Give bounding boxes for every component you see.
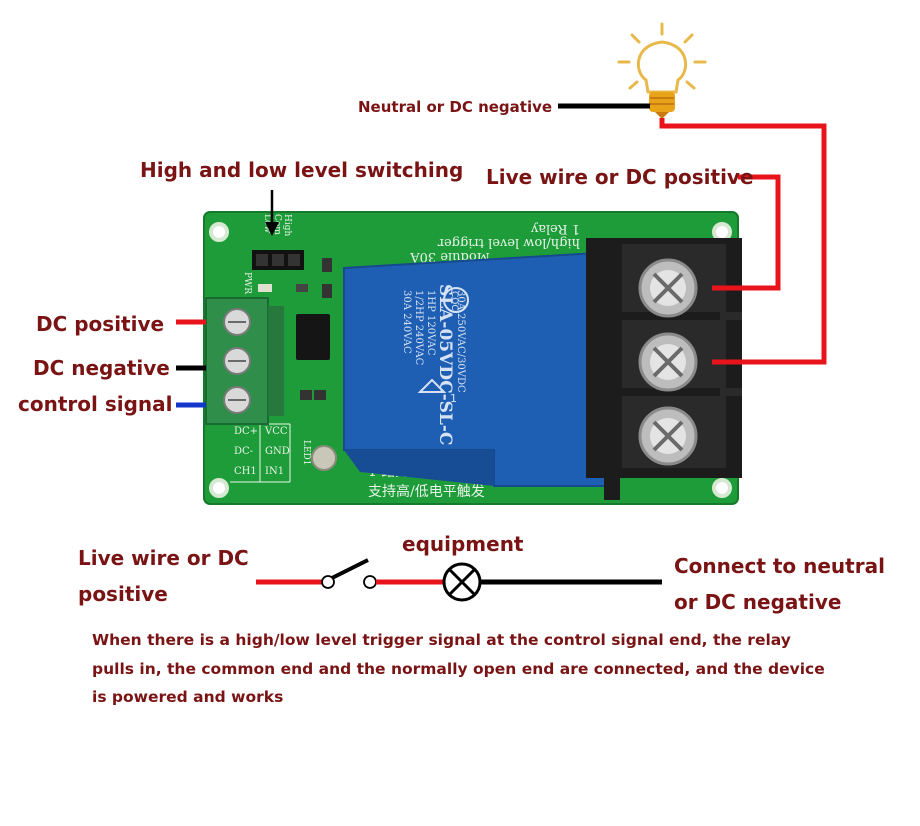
board-chinese-line2: 支持高/低电平触发 bbox=[368, 483, 485, 500]
output-terminal-block bbox=[586, 238, 742, 500]
optocoupler-chip bbox=[296, 314, 330, 360]
label-dc-negative: DC negative bbox=[33, 356, 170, 380]
label-live-top: Live wire or DC positive bbox=[486, 165, 754, 189]
label-level-switching: High and low level switching bbox=[140, 158, 464, 182]
pin-in1-label: IN1 bbox=[265, 466, 284, 477]
pin-dcn-label: DC- bbox=[234, 446, 253, 457]
jumper-pointer-arrow bbox=[265, 190, 279, 236]
led1-label: LED1 bbox=[301, 440, 311, 466]
label-live-bottom-1: Live wire or DC bbox=[78, 546, 249, 570]
label-live-bottom-2: positive bbox=[78, 582, 168, 606]
label-neutral-top: Neutral or DC negative bbox=[358, 98, 553, 116]
relay-brand: CQC bbox=[449, 291, 459, 311]
input-terminal-block bbox=[205, 297, 284, 425]
switch-circuit bbox=[256, 558, 662, 602]
relay-component: SLA-05VDC-SL-C 30A 250VAC/30VDC 1HP 120V… bbox=[343, 250, 615, 487]
cqc-logo-icon bbox=[443, 287, 469, 313]
relay-rating4: 30A 240VAC bbox=[401, 290, 412, 354]
status-led bbox=[311, 445, 337, 471]
warning-triangle-icon bbox=[417, 378, 447, 393]
pwr-label: PWR bbox=[242, 272, 252, 294]
relay-model: SLA-05VDC-SL-C bbox=[435, 284, 455, 445]
description-note: When there is a high/low level trigger s… bbox=[92, 631, 825, 706]
light-bulb-icon bbox=[617, 22, 707, 119]
label-dc-positive: DC positive bbox=[36, 312, 165, 336]
pin-vcc-label: VCC bbox=[264, 426, 288, 437]
switch-contact-left bbox=[321, 575, 335, 589]
label-connect-neutral-2: or DC negative bbox=[674, 590, 842, 614]
relay-num: 1 bbox=[450, 392, 457, 405]
relay-rating3: 1/2HP 240VAC bbox=[413, 290, 424, 366]
board-header-line1: 1 Relay bbox=[530, 221, 580, 236]
switch-contact-right bbox=[363, 575, 377, 589]
switch-lever bbox=[331, 558, 369, 580]
relay-rating2: 1HP 120VAC bbox=[425, 290, 436, 356]
jumper-high-label: High bbox=[282, 214, 292, 236]
equipment-lamp-icon bbox=[442, 562, 482, 602]
board-header-line2: high/low level trigger bbox=[437, 235, 580, 250]
pin-gnd-label: GND bbox=[265, 446, 290, 457]
label-equipment: equipment bbox=[402, 532, 524, 556]
pin-dcp-label: DC+ bbox=[234, 426, 258, 437]
pwr-led bbox=[258, 284, 272, 292]
relay-rating1: 30A 250VAC/30VDC bbox=[455, 290, 466, 393]
label-control-signal: control signal bbox=[18, 392, 173, 416]
label-connect-neutral-1: Connect to neutral bbox=[674, 554, 885, 578]
pin-ch1-label: CH1 bbox=[234, 466, 257, 477]
